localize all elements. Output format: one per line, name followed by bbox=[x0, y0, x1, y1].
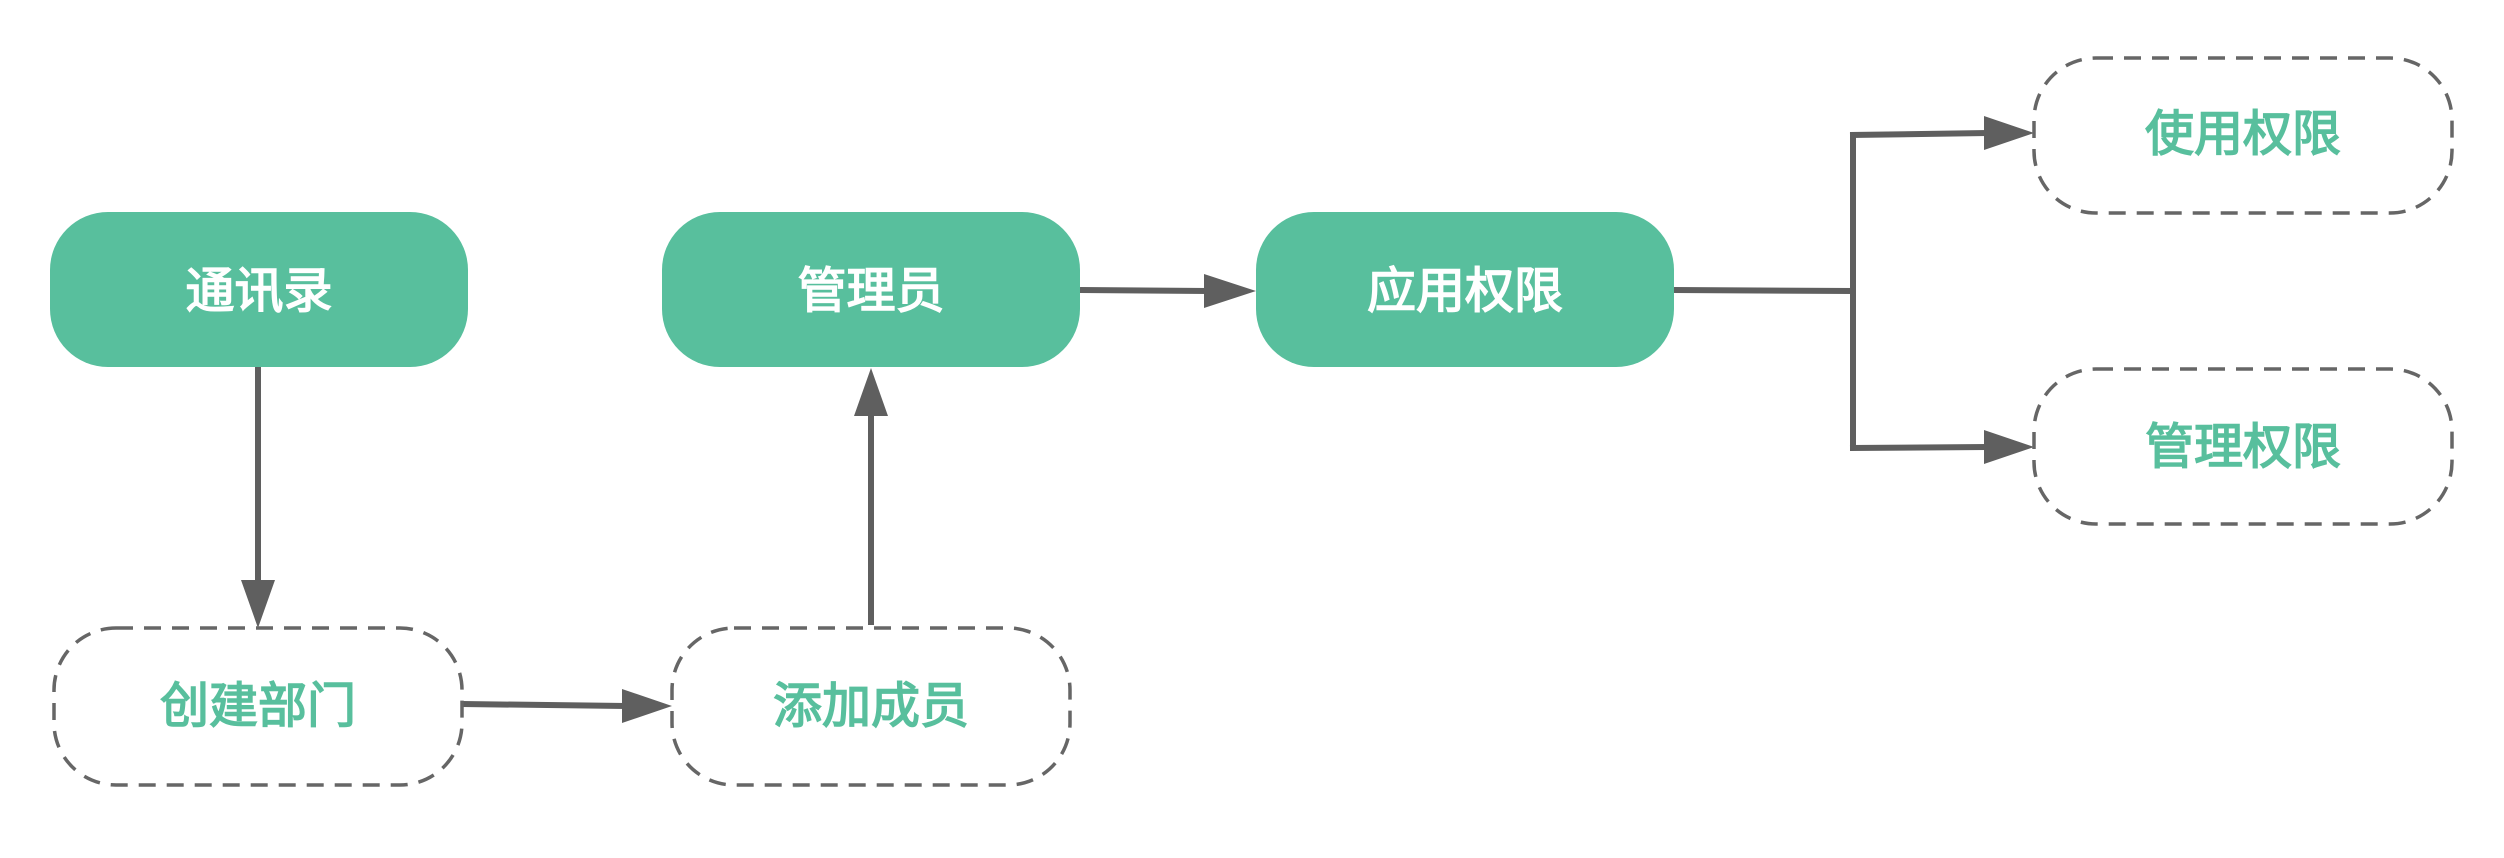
node-app-permission-label: 应用权限 bbox=[1367, 263, 1563, 320]
node-use-permission: 使用权限 bbox=[2032, 56, 2454, 215]
node-contacts-label: 通讯录 bbox=[185, 263, 332, 320]
node-app-permission: 应用权限 bbox=[1256, 212, 1674, 367]
edge-app-permission-to-use-permission bbox=[1849, 116, 2034, 150]
node-use-permission-label: 使用权限 bbox=[2145, 106, 2341, 163]
edge-admin-to-app-permission bbox=[1079, 274, 1256, 308]
edge-app-permission-to-manage-permission bbox=[1849, 430, 2034, 464]
node-add-member: 添加成员 bbox=[670, 626, 1072, 787]
edge-add-member-to-admin bbox=[854, 368, 888, 625]
node-manage-permission-label: 管理权限 bbox=[2145, 419, 2341, 476]
node-contacts: 通讯录 bbox=[50, 212, 468, 367]
edges bbox=[241, 116, 2034, 723]
edge-create-department-to-add-member bbox=[461, 689, 672, 723]
edge-app-permission-branch bbox=[1673, 133, 1856, 449]
node-manage-permission: 管理权限 bbox=[2032, 367, 2454, 526]
node-create-department: 创建部门 bbox=[52, 626, 464, 787]
node-admin: 管理员 bbox=[662, 212, 1080, 367]
edge-contacts-to-create-department bbox=[241, 367, 275, 628]
node-create-department-label: 创建部门 bbox=[160, 678, 356, 735]
node-admin-label: 管理员 bbox=[797, 263, 944, 320]
node-add-member-label: 添加成员 bbox=[773, 678, 969, 735]
